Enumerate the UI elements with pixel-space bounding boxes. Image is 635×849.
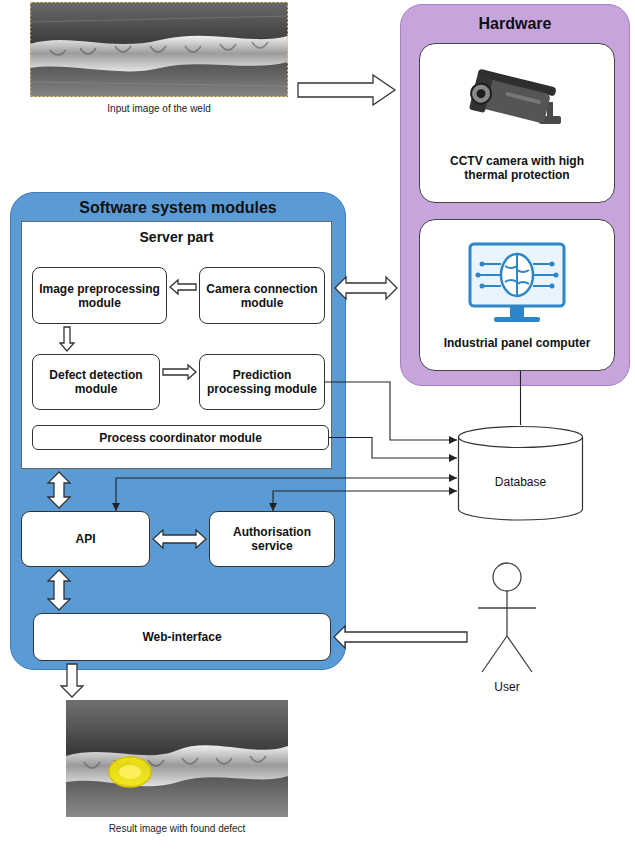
block-arrow (170, 280, 196, 294)
module-box: Prediction processing module (199, 354, 325, 410)
panel-title: Hardware (401, 5, 629, 33)
image-caption: Input image of the weld (30, 103, 288, 114)
user-actor: User (470, 560, 544, 700)
database-cylinder (457, 425, 584, 521)
weld-photo (30, 2, 288, 97)
block-arrow (153, 530, 206, 548)
box-label: CCTV camera with high thermal protection (420, 148, 614, 182)
group-title: Server part (22, 222, 331, 245)
connector-line (116, 478, 457, 511)
connector-line (520, 371, 521, 425)
service-label: API (75, 532, 95, 546)
hardware-panel: Hardware CCTV camera with high thermal p… (400, 4, 630, 386)
camera-icon (465, 64, 569, 148)
interface-label: Web-interface (142, 630, 221, 644)
software-panel: Software system modulesServer partImage … (10, 192, 346, 670)
user-figure (470, 560, 544, 678)
input-image: Input image of the weld (30, 2, 288, 120)
box-label: Industrial panel computer (434, 328, 601, 350)
actor-label: User (494, 680, 519, 694)
module-box: Camera connection module (199, 267, 325, 324)
block-arrow (48, 570, 70, 610)
hardware-box: Industrial panel computer (419, 219, 615, 371)
block-arrow (60, 327, 74, 351)
result-photo (66, 700, 288, 817)
service-label: Authorisation service (216, 525, 328, 553)
connector-line (325, 382, 457, 440)
connector-line (329, 438, 457, 459)
image-caption: Result image with found defect (66, 823, 288, 834)
service-box: API (21, 511, 150, 567)
module-label: Image preprocessing module (39, 282, 160, 310)
module-label: Defect detection module (39, 368, 153, 396)
module-label: Process coordinator module (99, 431, 262, 445)
connector-line (273, 491, 457, 511)
interface-box: Web-interface (33, 613, 331, 661)
block-arrow (163, 365, 196, 379)
block-arrow (334, 626, 467, 648)
module-box: Defect detection module (32, 354, 160, 410)
block-arrow (298, 75, 395, 105)
server-box: Server partImage preprocessing module Cam… (21, 221, 332, 469)
result-image: Result image with found defect (66, 700, 288, 840)
database-label: Database (495, 475, 546, 489)
module-box: Process coordinator module (32, 425, 329, 450)
block-arrow (335, 277, 397, 299)
block-arrow (48, 472, 70, 508)
panel-title: Software system modules (11, 193, 345, 217)
hardware-box: CCTV camera with high thermal protection (419, 43, 615, 203)
module-label: Camera connection module (206, 282, 318, 310)
module-label: Prediction processing module (206, 368, 318, 396)
module-box: Image preprocessing module (32, 267, 167, 324)
database-node: Database (457, 425, 584, 521)
service-box: Authorisation service (209, 511, 335, 567)
computer-icon (462, 240, 572, 328)
block-arrow (61, 664, 83, 697)
